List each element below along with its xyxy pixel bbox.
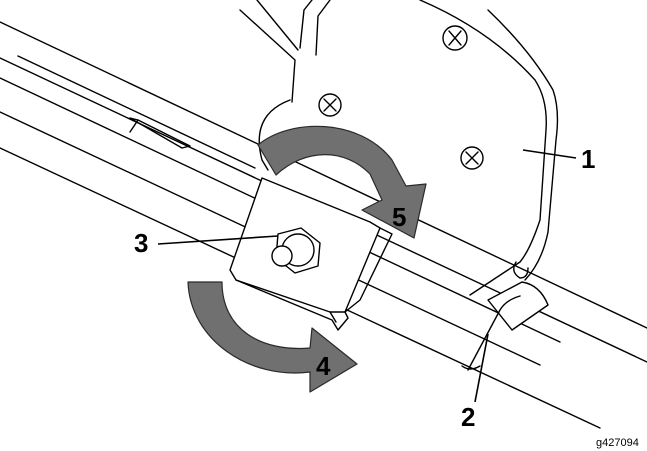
callout-5: 5 [392, 202, 406, 232]
phillips-screw-icon [318, 93, 342, 117]
phillips-screw-icon [460, 146, 484, 170]
hex-nut-icon [271, 227, 321, 274]
phillips-screw-icon [442, 25, 468, 51]
leader-1 [522, 149, 577, 159]
sleeve-collar [461, 281, 549, 371]
callout-1: 1 [581, 144, 595, 174]
rotation-arrow-clockwise [257, 125, 427, 239]
figure-id: g427094 [596, 437, 639, 449]
leader-3 [157, 235, 279, 245]
callout-2: 2 [461, 402, 475, 432]
callout-4: 4 [316, 351, 331, 381]
callout-3: 3 [134, 228, 148, 258]
cable [129, 117, 191, 149]
leader-2 [474, 333, 489, 403]
housing-plate [239, 0, 559, 296]
rotation-arrow-counterclockwise [187, 281, 358, 393]
